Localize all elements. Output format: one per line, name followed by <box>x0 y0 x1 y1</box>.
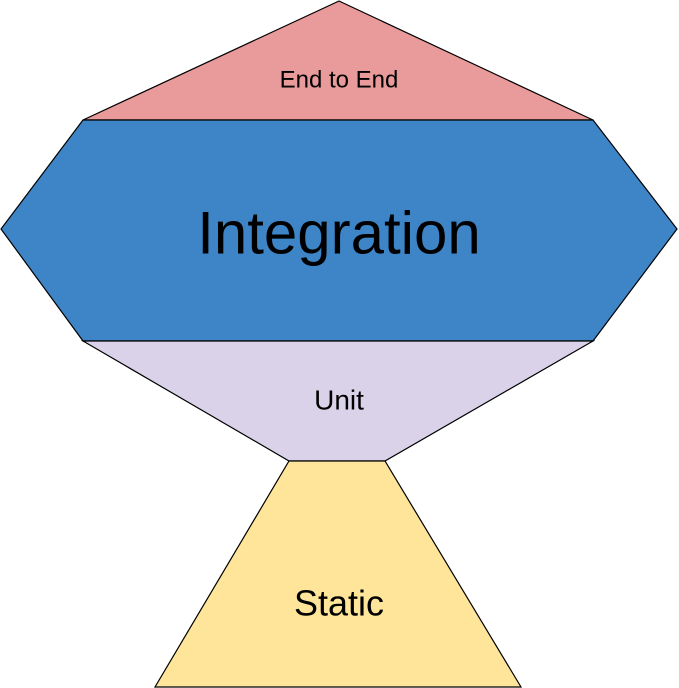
unit-label: Unit <box>314 385 364 416</box>
static-label: Static <box>294 583 384 624</box>
unit-layer: Unit <box>80 340 596 462</box>
end-to-end-shape <box>82 0 594 121</box>
integration-layer: Integration <box>0 119 678 342</box>
end-to-end-layer: End to End <box>82 0 594 121</box>
integration-label: Integration <box>197 200 481 267</box>
static-layer: Static <box>153 460 523 688</box>
static-shape <box>153 460 523 688</box>
end-to-end-label: End to End <box>280 67 399 94</box>
